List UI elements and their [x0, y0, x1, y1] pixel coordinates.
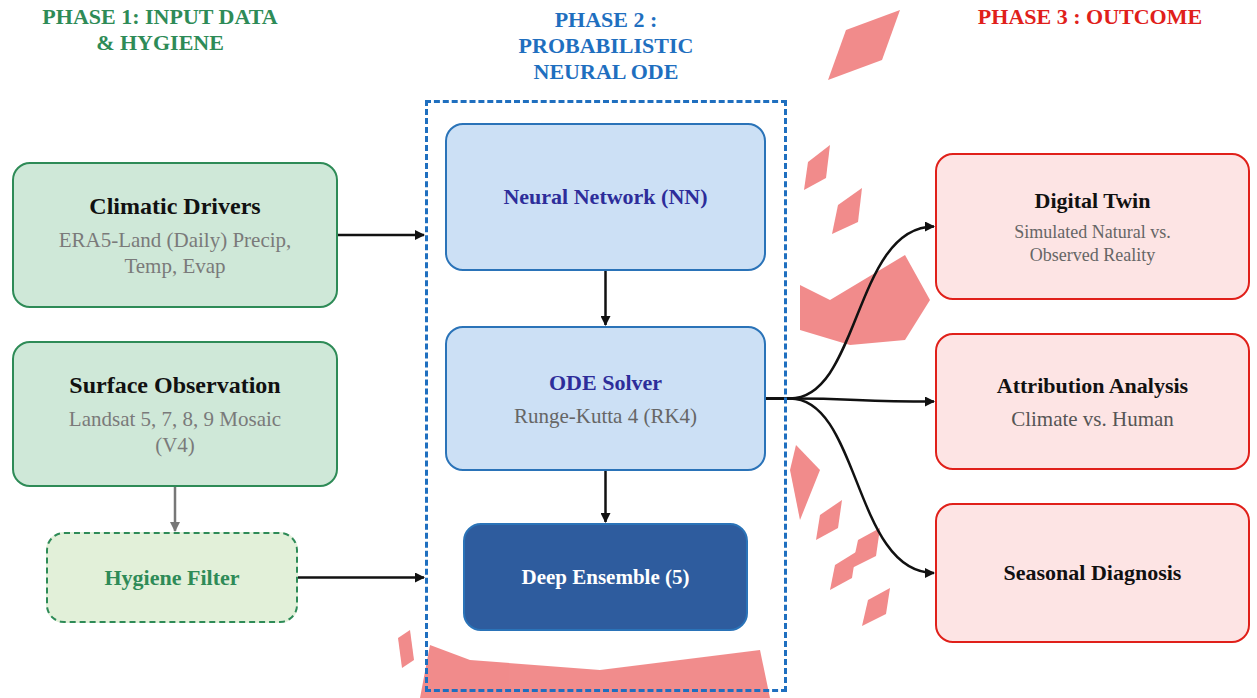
- flow-arrow: [298, 576, 424, 579]
- node-title: Deep Ensemble (5): [522, 564, 690, 590]
- outcome-box: Seasonal Diagnosis: [935, 503, 1250, 643]
- node-title: Surface Observation: [69, 370, 280, 400]
- flow-arrow: [604, 471, 607, 522]
- outcome-box: Digital TwinSimulated Natural vs. Observ…: [935, 153, 1250, 300]
- phase-heading: PHASE 3 : OUTCOME: [960, 4, 1220, 30]
- node-subtitle: ERA5-Land (Daily) Precip, Temp, Evap: [50, 227, 300, 279]
- node-subtitle: Climate vs. Human: [1011, 406, 1174, 432]
- node-subtitle: Simulated Natural vs. Observed Reality: [1003, 221, 1183, 267]
- flow-arrow: [604, 271, 607, 325]
- input-box: Surface ObservationLandsat 5, 7, 8, 9 Mo…: [12, 341, 338, 487]
- node-title: ODE Solver: [549, 369, 662, 397]
- node-title: Hygiene Filter: [104, 564, 239, 592]
- ensemble-box: Deep Ensemble (5): [463, 523, 748, 631]
- flow-arrow: [766, 227, 934, 399]
- node-title: PHASE 2 : PROBABILISTIC NEURAL ODE: [486, 7, 726, 85]
- node-title: Attribution Analysis: [997, 372, 1188, 400]
- phase-container: PHASE 2 : PROBABILISTIC NEURAL ODENeural…: [425, 100, 787, 692]
- filter-box: Hygiene Filter: [46, 532, 298, 623]
- node-subtitle: Landsat 5, 7, 8, 9 Mosaic (V4): [65, 406, 285, 458]
- node-title: Seasonal Diagnosis: [1004, 559, 1182, 587]
- watermark-diamonds: [398, 10, 930, 698]
- node-title: Neural Network (NN): [503, 183, 707, 211]
- phase-heading: PHASE 1: INPUT DATA & HYGIENE: [40, 4, 280, 56]
- node-subtitle: Runge-Kutta 4 (RK4): [514, 403, 697, 429]
- outcome-box: Attribution AnalysisClimate vs. Human: [935, 333, 1250, 470]
- flow-arrow: [766, 399, 934, 574]
- process-box: Neural Network (NN): [445, 123, 766, 271]
- flow-arrow: [174, 487, 177, 531]
- process-box: ODE SolverRunge-Kutta 4 (RK4): [445, 326, 766, 471]
- node-title: Climatic Drivers: [89, 191, 260, 221]
- node-title: Digital Twin: [1035, 187, 1151, 215]
- flow-arrow: [338, 234, 424, 237]
- input-box: Climatic DriversERA5-Land (Daily) Precip…: [12, 162, 338, 308]
